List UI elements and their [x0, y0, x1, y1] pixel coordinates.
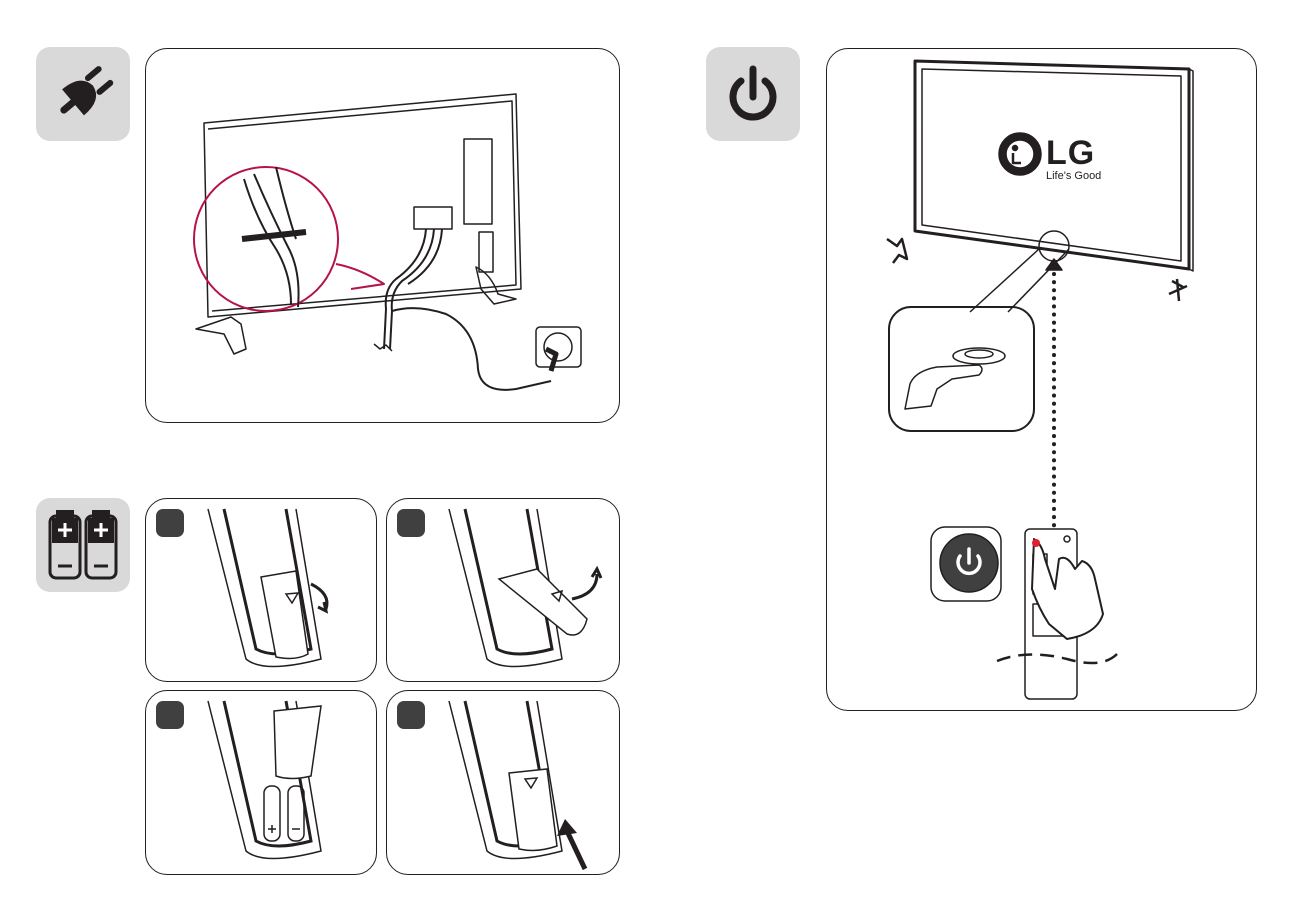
tv-back-illustration: [146, 49, 619, 422]
power-icon: [706, 47, 800, 141]
battery-step-4-panel: [386, 690, 620, 875]
battery-step-3-panel: [145, 690, 377, 875]
remote-cover-closed-illustration: [146, 499, 376, 681]
close-cover-illustration: [387, 691, 619, 874]
batteries-icon-box: [36, 498, 130, 592]
insert-batteries-illustration: [146, 691, 376, 874]
plug-icon: [36, 47, 130, 141]
power-on-panel: LG Life's Good: [826, 48, 1257, 711]
lg-slogan: Life's Good: [1046, 170, 1101, 182]
remote-cover-open-illustration: [387, 499, 619, 681]
battery-step-1-panel: [145, 498, 377, 682]
lg-logo-text: LG: [1046, 134, 1095, 173]
cable-management-panel: [145, 48, 620, 423]
tv-front-illustration: [827, 49, 1256, 710]
battery-step-2-panel: [386, 498, 620, 682]
footer-strip: [0, 895, 1293, 903]
plug-icon-box: [36, 47, 130, 141]
power-icon-box: [706, 47, 800, 141]
batteries-icon: [36, 498, 130, 592]
